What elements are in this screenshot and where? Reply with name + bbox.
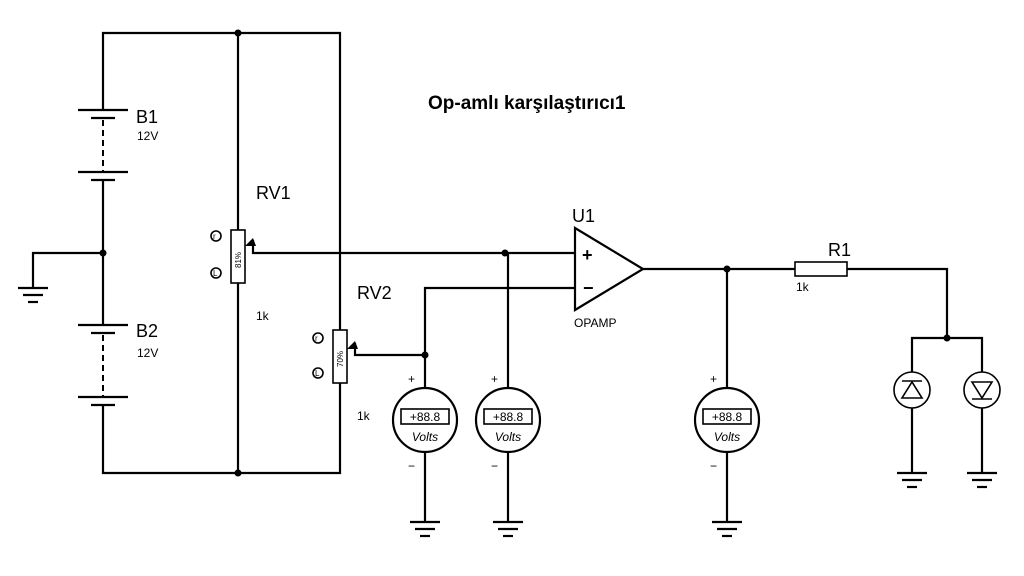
potentiometer-rv1: r L [210,229,505,284]
potentiometer-rv2: r L [312,329,425,384]
voltmeter-1 [391,355,459,538]
junction-dot [501,249,509,257]
battery-b2-name: B2 [136,321,158,341]
voltmeter-2-minus: − [491,459,498,473]
svg-text:r: r [315,334,318,343]
voltmeter-1-unit: Volts [412,430,438,444]
ground-symbol [18,286,48,304]
rv1-value: 1k [256,309,270,323]
battery-b1-name: B1 [136,107,158,127]
battery-b2-value: 12V [137,346,158,360]
voltmeter-1-plus: + [408,372,415,386]
opamp-plus: + [582,245,593,265]
voltmeter-3-reading: +88.8 [712,410,743,424]
junction-dot [234,469,242,477]
svg-text:L: L [213,269,218,278]
junction-dot [234,29,242,37]
resistor-r1 [794,261,949,338]
led-pair [893,334,1001,489]
junction-dot [99,249,107,257]
rv2-value: 1k [357,409,371,423]
voltmeter-3-minus: − [710,459,717,473]
rv1-position: 81% [234,252,243,268]
battery-b2 [78,323,128,407]
battery-b1 [78,108,128,182]
battery-b1-value: 12V [137,129,158,143]
voltmeter-3 [693,269,761,538]
opamp-u1 [423,226,795,355]
voltmeter-1-reading: +88.8 [410,410,441,424]
voltmeter-1-minus: − [408,459,415,473]
rv1-name: RV1 [256,183,291,203]
voltmeter-3-plus: + [710,372,717,386]
voltmeter-2-plus: + [491,372,498,386]
rv2-position: 70% [336,351,345,367]
voltmeter-2 [474,253,542,538]
voltmeter-2-reading: +88.8 [493,410,524,424]
voltmeter-2-unit: Volts [495,430,521,444]
opamp-minus: − [583,278,594,298]
svg-text:L: L [315,369,320,378]
resistor-value: 1k [796,280,810,294]
opamp-name: U1 [572,206,595,226]
voltmeter-3-unit: Volts [714,430,740,444]
rv2-name: RV2 [357,283,392,303]
circuit-title: Op-amlı karşılaştırıcı1 [428,93,626,114]
resistor-name: R1 [828,240,851,260]
opamp-type: OPAMP [574,316,616,330]
svg-text:r: r [213,232,216,241]
